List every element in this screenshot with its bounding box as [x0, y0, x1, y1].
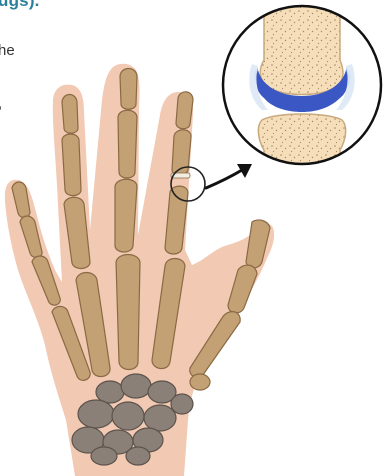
- lower-bone-end: [258, 114, 345, 170]
- zoom-pointer-arrow: [206, 164, 252, 188]
- upper-bone-end: [260, 0, 343, 95]
- joint-zoom-inset: [220, 0, 387, 170]
